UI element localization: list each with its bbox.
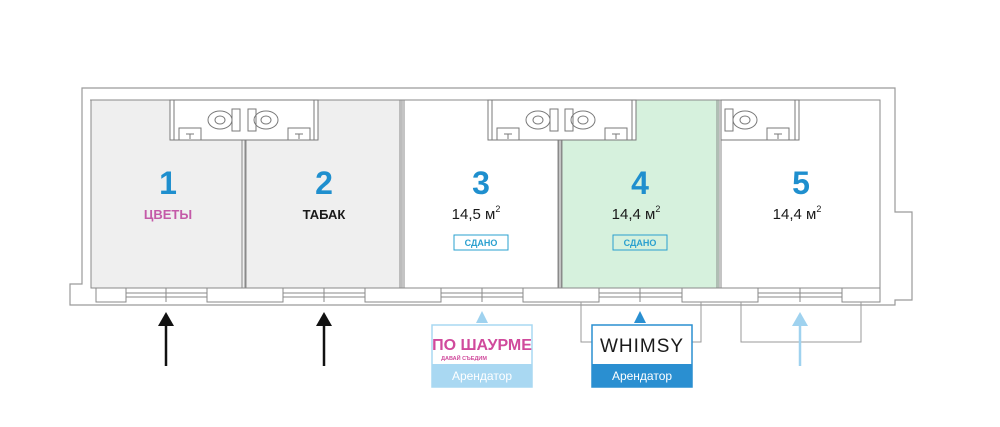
bathroom-units-3-4 — [487, 99, 637, 141]
tenant-card-unit-3[interactable]: ПО ШАУРМЕ ДАВАЙ СЪЕДИМ Арендатор — [431, 324, 533, 388]
unit-4-status-badge — [612, 234, 668, 251]
unit-2-floor[interactable] — [244, 99, 403, 289]
unit-4-number: 4 — [631, 165, 649, 201]
storefront-columns — [95, 287, 881, 303]
unit-3-status-badge — [453, 234, 509, 251]
bathroom-unit-5 — [720, 99, 800, 141]
unit-4-area: 14,4 м2 — [612, 204, 661, 223]
entrance-arrow-unit-1 — [158, 312, 174, 366]
unit-3-area: 14,5 м2 — [452, 204, 501, 223]
entrance-arrow-unit-5 — [792, 312, 808, 366]
unit-4-status: СДАНО — [624, 238, 657, 248]
tenant-caption-unit-4: Арендатор — [612, 369, 672, 383]
unit-2-number: 2 — [315, 165, 333, 201]
tenant-logo-po-shaurme: ПО ШАУРМЕ — [432, 337, 532, 354]
unit-5-area: 14,4 м2 — [773, 204, 822, 223]
unit-2-label: ТАБАК — [303, 207, 346, 222]
entrance-arrow-unit-4 — [634, 311, 646, 323]
storefront-glazing — [126, 288, 842, 302]
unit-5-number: 5 — [792, 165, 810, 201]
unit-3-number: 3 — [472, 165, 490, 201]
bathroom-units-1-2 — [169, 99, 319, 141]
unit-1-number: 1 — [159, 165, 177, 201]
tenant-card-unit-4[interactable]: WHIMSY Арендатор — [591, 324, 693, 388]
tenant-logo-tagline: ДАВАЙ СЪЕДИМ — [441, 354, 487, 362]
tenant-logo-whimsy: WHIMSY — [600, 336, 684, 357]
unit-3-status: СДАНО — [465, 238, 498, 248]
entrance-arrow-unit-2 — [316, 312, 332, 366]
entrance-arrow-unit-3 — [476, 311, 488, 323]
unit-1-label: ЦВЕТЫ — [144, 207, 192, 222]
tenant-caption-unit-3: Арендатор — [452, 369, 512, 383]
